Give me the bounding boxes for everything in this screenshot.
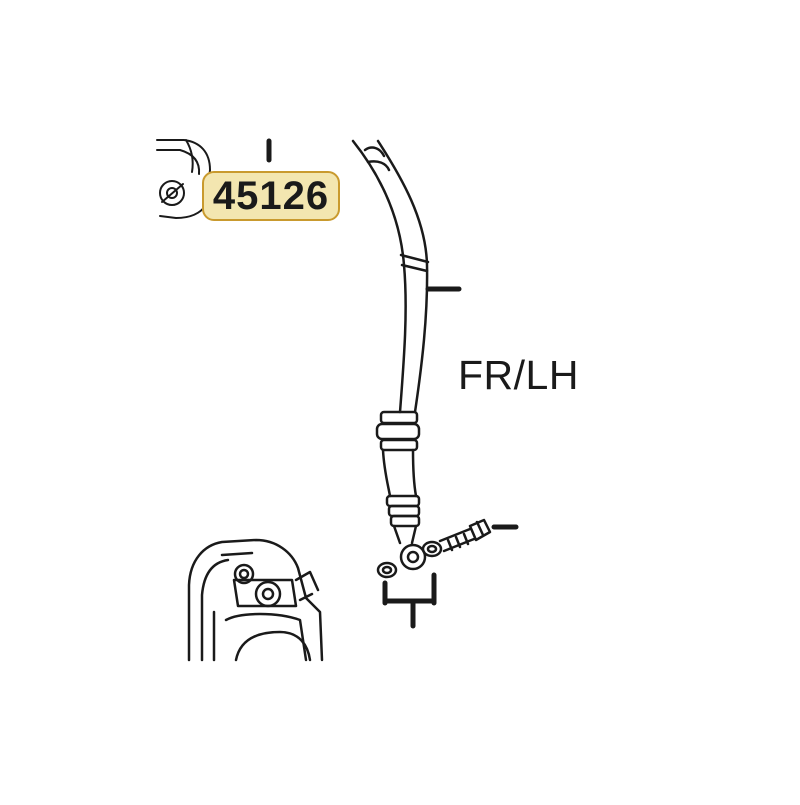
brake-caliper-fragment bbox=[187, 538, 324, 662]
banjo-bolt bbox=[438, 518, 492, 553]
brake-hose bbox=[351, 139, 430, 545]
banjo-fitting bbox=[376, 540, 443, 579]
position-label: FR/LH bbox=[458, 352, 579, 398]
part-number-callout[interactable]: 45126 bbox=[202, 171, 340, 221]
washer-callout-bracket bbox=[382, 572, 437, 629]
